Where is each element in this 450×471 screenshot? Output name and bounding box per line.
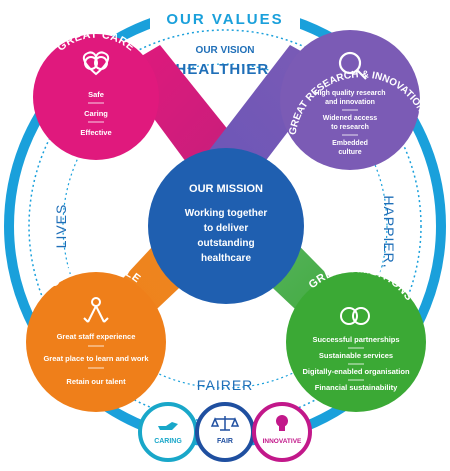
ambitions-item-2: Sustainable services	[319, 351, 393, 360]
research-item-3-line-2: culture	[338, 149, 361, 156]
rings-icon	[340, 307, 370, 325]
mission-line-1: Working together	[185, 208, 268, 219]
ambitions-item-4: Financial sustainability	[315, 383, 398, 392]
mission-title: OUR MISSION	[189, 183, 263, 195]
vision-fairer: FAIRER	[197, 377, 254, 393]
lightbulb-icon	[276, 415, 288, 431]
ambitions-item-1: Successful partnerships	[312, 335, 399, 344]
mission-line-2: to deliver	[204, 223, 249, 234]
badge-innovative: INNOVATIVE	[252, 402, 312, 462]
vision-inner-dotted-ring	[62, 63, 388, 389]
research-item-1-line-2: and innovation	[325, 99, 375, 106]
care-item-3: Effective	[80, 128, 111, 137]
mission-line-4: healthcare	[201, 253, 251, 264]
hearts-icon	[82, 51, 110, 76]
great-care-circle: GREAT CARE Safe Caring Effective	[33, 29, 159, 160]
vision-dotted-ring	[28, 29, 422, 423]
research-item-2-line-1: Widened access	[323, 115, 378, 122]
people-item-2: Great place to learn and work	[43, 354, 149, 363]
vision-lives: LIVES	[53, 204, 69, 249]
vision-title: OUR VISION	[196, 45, 255, 56]
ambitions-item-3: Digitally-enabled organisation	[302, 367, 410, 376]
badge-fair-label: FAIR	[217, 438, 233, 445]
vision-healthier: HEALTHIER,	[176, 61, 275, 78]
values-title-gap	[150, 4, 300, 30]
badge-caring-label: CARING	[154, 438, 182, 445]
people-item-1: Great staff experience	[57, 332, 136, 341]
magnifier-icon	[338, 51, 367, 80]
badge-fair: FAIR	[195, 402, 255, 462]
people-icon	[83, 297, 109, 323]
mission-circle: OUR MISSION Working together to deliver …	[148, 148, 304, 304]
badge-caring: CARING	[138, 402, 198, 462]
great-research-circle: GREAT RESEARCH & INNOVATION High quality…	[280, 30, 427, 170]
mission-line-3: outstanding	[197, 238, 254, 249]
values-title: OUR VALUES	[166, 11, 283, 28]
people-item-3: Retain our talent	[66, 377, 126, 386]
vision-happier: HAPPIER,	[381, 195, 397, 268]
caring-hand-icon	[158, 422, 178, 430]
care-item-2: Caring	[84, 109, 108, 118]
badge-innovative-label: INNOVATIVE	[263, 438, 302, 445]
research-item-2-line-2: to research	[331, 124, 369, 131]
scales-icon	[210, 416, 240, 431]
care-item-1: Safe	[88, 90, 104, 99]
research-item-3-line-1: Embedded	[332, 140, 368, 147]
research-item-1-line-1: High quality research	[314, 90, 385, 97]
